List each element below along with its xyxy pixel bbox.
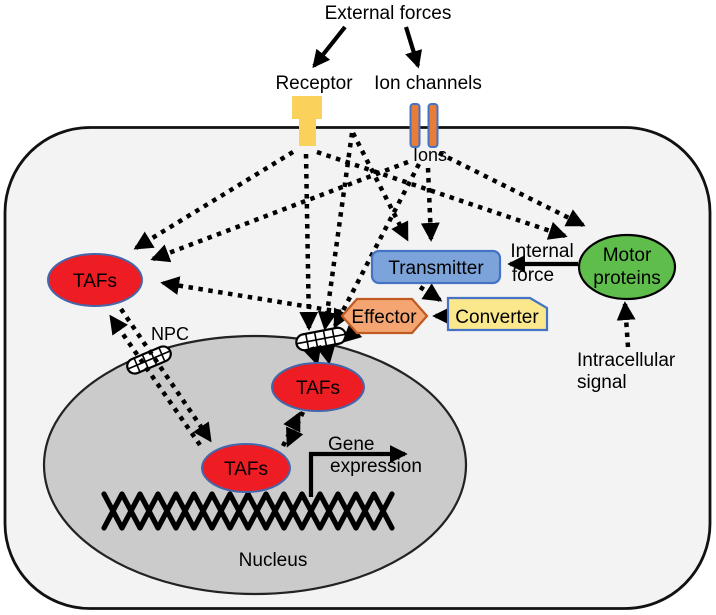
internal-force-label-line1: Internal xyxy=(510,241,573,262)
receptor-icon xyxy=(292,96,322,146)
npc-label: NPC xyxy=(151,324,189,344)
external-force-arrow-to-receptor xyxy=(312,25,347,69)
motor-proteins-label-line2: proteins xyxy=(593,268,661,289)
tafs-label: TAFs xyxy=(296,378,340,399)
tafs-node-nucleus-top: TAFs xyxy=(271,362,365,412)
ion-channels-label: Ion channels xyxy=(374,73,482,94)
npc-icon-left xyxy=(126,345,172,375)
dashed-arrow-ions-to-transmitter xyxy=(420,167,440,242)
dashed-arrow-npc-into-nucleus-1 xyxy=(303,344,322,366)
motor-proteins-label-line1: Motor xyxy=(603,245,652,266)
dna-helix-icon xyxy=(101,491,395,531)
ions-label: Ions xyxy=(413,145,447,165)
gene-expression-arrow xyxy=(308,445,408,497)
tafs-label: TAFs xyxy=(73,271,117,292)
dashed-arrow-membrane-to-npc xyxy=(317,132,355,331)
ion-channels-icon xyxy=(409,103,439,148)
gene-expression-label-line1: Gene xyxy=(328,434,374,455)
tafs-node-on-dna: TAFs xyxy=(201,443,291,493)
converter-node: Converter xyxy=(446,296,549,332)
intracellular-signal-label-line2: signal xyxy=(577,372,627,393)
dashed-arrow-npc-into-nucleus-2 xyxy=(316,344,336,365)
nucleus-label: Nucleus xyxy=(239,550,308,571)
tafs-label: TAFs xyxy=(224,459,268,480)
dashed-arrow-tafs-top-to-tafs-dna xyxy=(285,411,306,448)
internal-force-label-line2: force xyxy=(512,265,554,286)
signaling-arrows xyxy=(109,131,636,448)
dashed-arrow-ions-to-npc xyxy=(333,162,421,329)
gene-expression-label-line2: expression xyxy=(330,456,422,477)
dashed-arrow-transmitter-to-converter xyxy=(418,283,443,302)
dashed-arrow-effector-to-npc xyxy=(341,323,363,343)
external-forces-label: External forces xyxy=(325,3,452,24)
dashed-arrow-receptor-to-motor-proteins xyxy=(316,149,568,240)
dashed-arrow-tafs-to-nucleus-via-npc xyxy=(119,307,212,443)
effector-node: Effector xyxy=(340,297,429,335)
dashed-arrow-ions-to-motor-proteins xyxy=(437,150,586,228)
receptor-label: Receptor xyxy=(275,73,353,94)
dashed-arrow-receptor-to-tafs xyxy=(133,150,295,250)
dashed-arrow-effector-to-tafs xyxy=(160,276,342,315)
transmitter-label: Transmitter xyxy=(388,258,484,279)
dashed-arrow-intracellular-signal-to-motor-proteins xyxy=(616,301,636,348)
intracellular-signal-label-line1: Intracellular xyxy=(577,350,676,371)
motor-proteins-node: Motor proteins xyxy=(577,233,677,301)
external-force-arrow-to-ion-channels xyxy=(403,26,423,69)
tafs-node-cytoplasm: TAFs xyxy=(47,253,143,307)
transmitter-node: Transmitter xyxy=(370,249,502,285)
effector-label: Effector xyxy=(351,307,417,328)
converter-label: Converter xyxy=(455,307,539,328)
